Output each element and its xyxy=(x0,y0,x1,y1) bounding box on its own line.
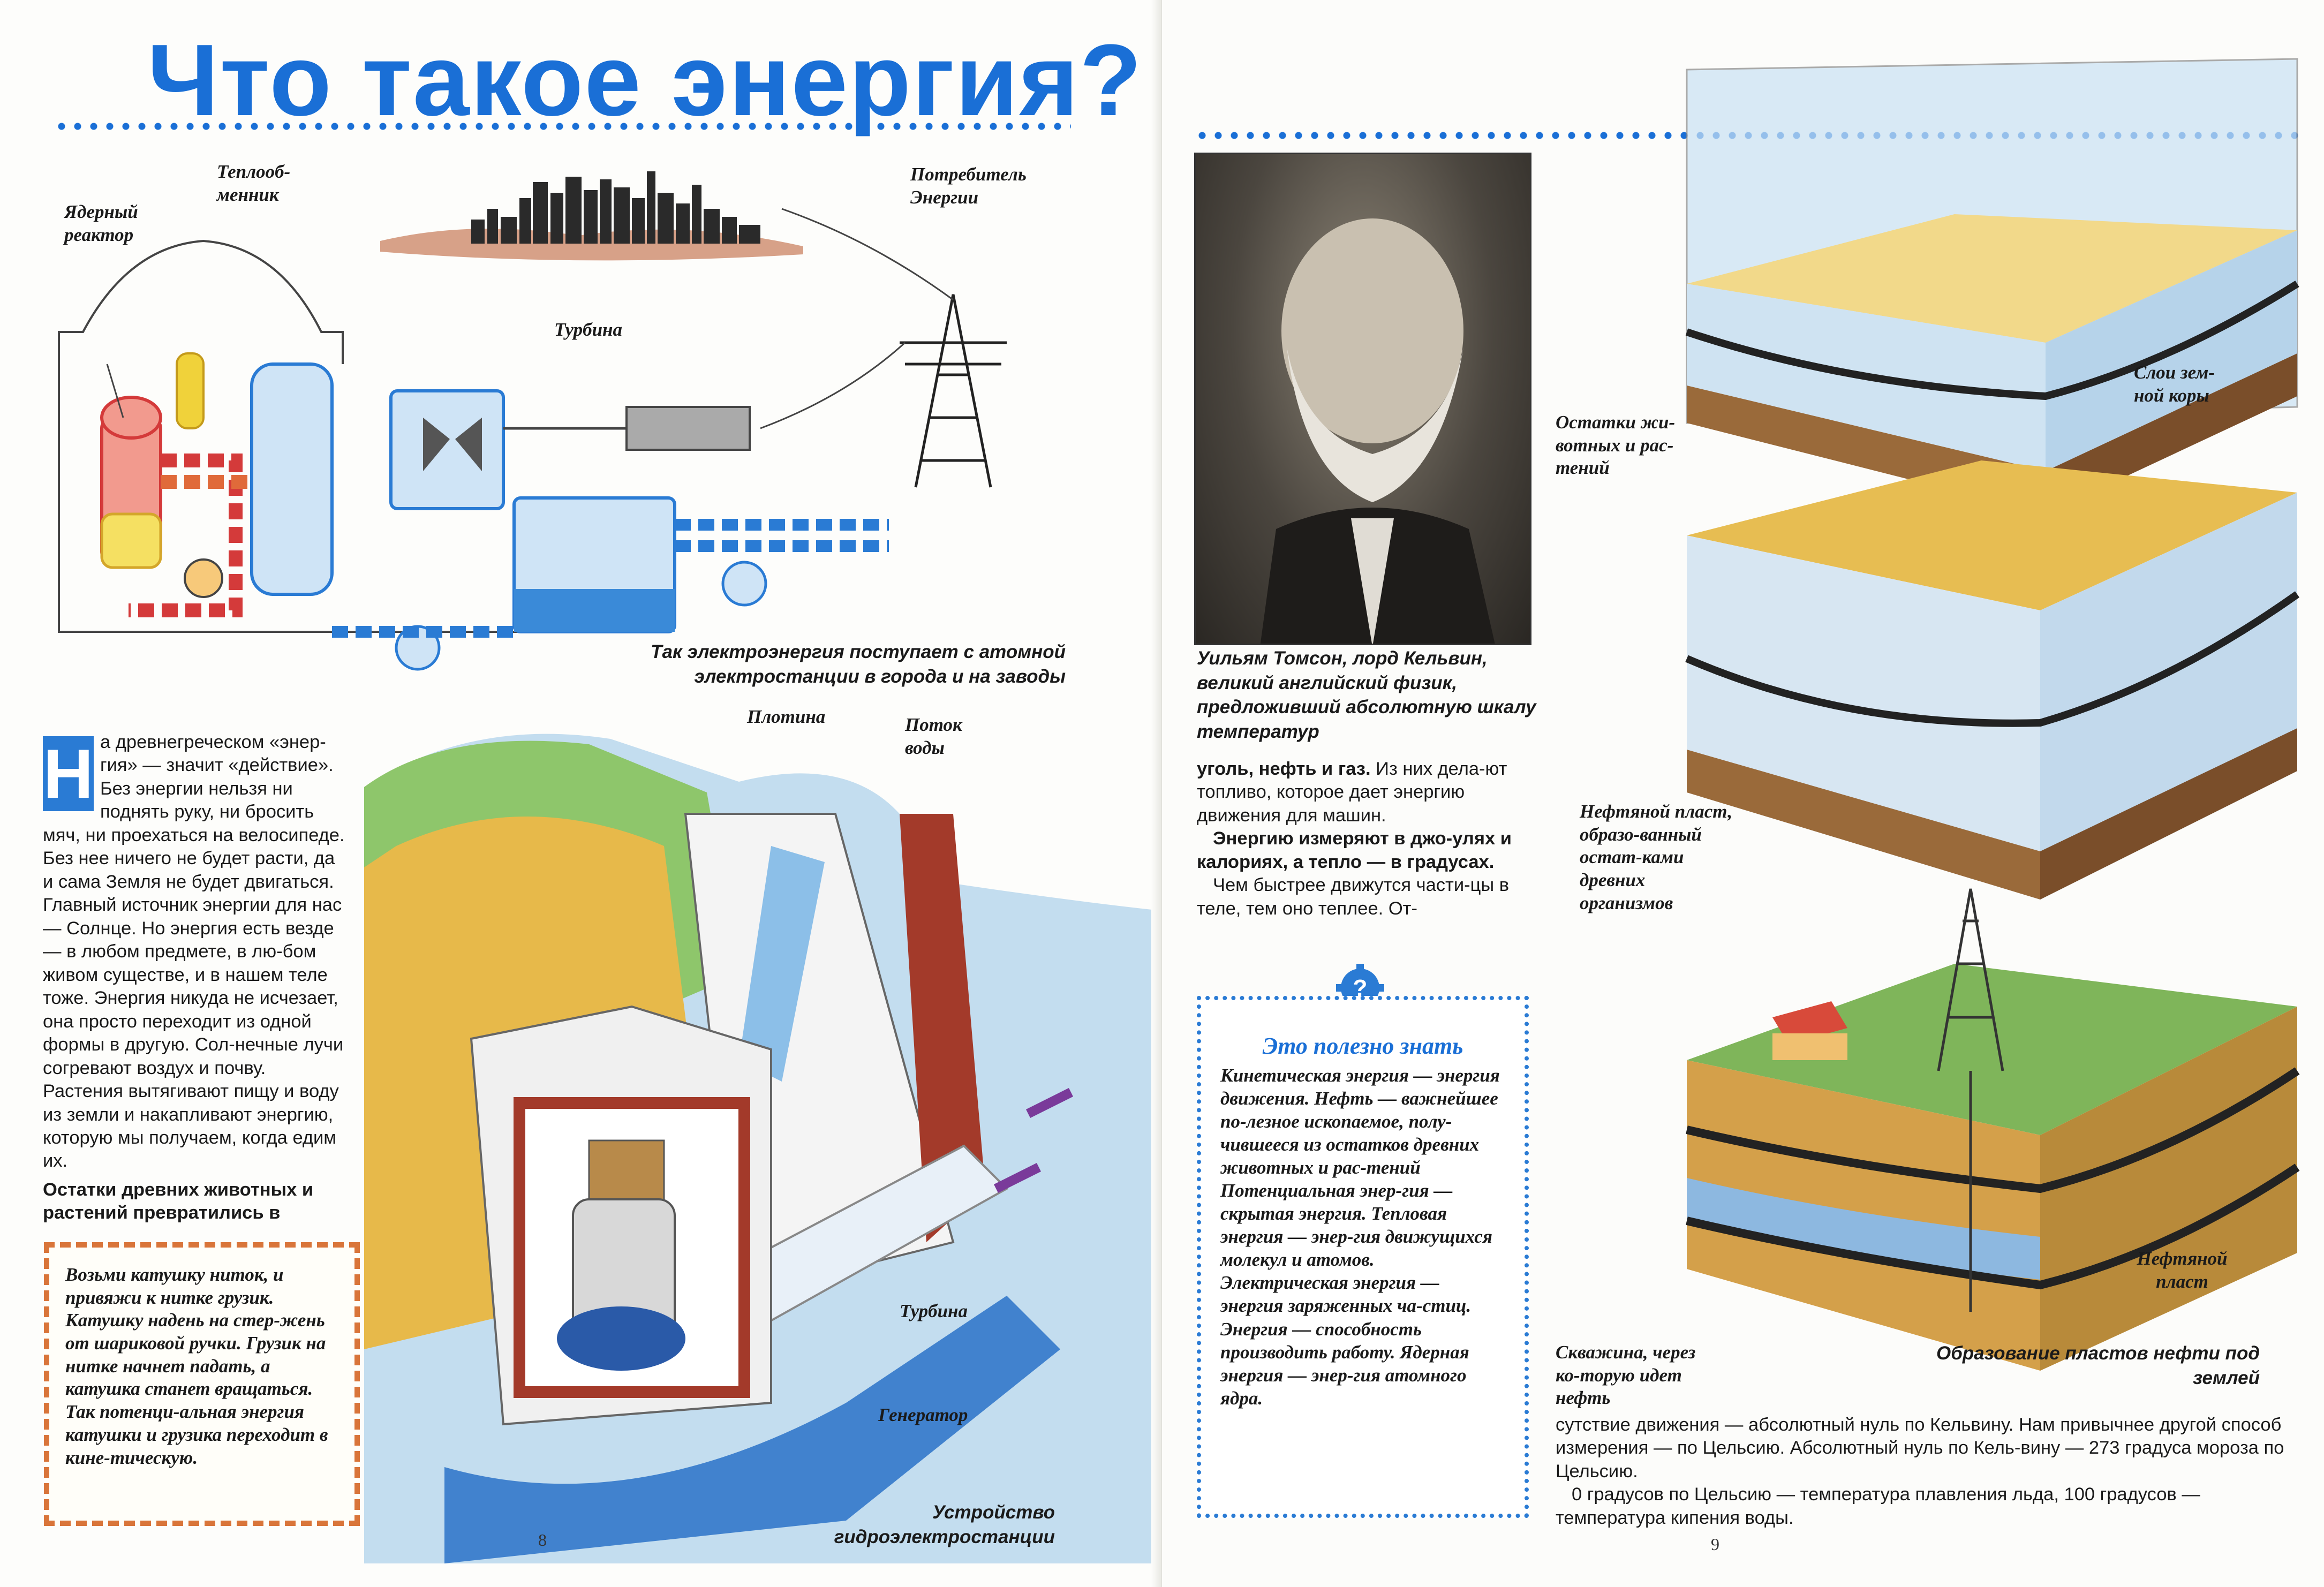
measurement-bold-paragraph: Энергию измеряют в джо-улях и калориях, … xyxy=(1197,828,1512,872)
fuels-bold-phrase: уголь, нефть и газ. xyxy=(1197,759,1371,779)
middle-text-block: уголь, нефть и газ. Из них дела-ют топли… xyxy=(1197,758,1534,920)
portrait-caption: Уильям Томсон, лорд Кельвин, великий анг… xyxy=(1197,648,1536,742)
power-pylon xyxy=(900,294,1007,488)
oil-formation-diagram xyxy=(1685,58,2300,1371)
page-number-right: 9 xyxy=(1711,1535,1719,1554)
oil-caption: Образование пластов нефти под землей xyxy=(1936,1343,2260,1388)
farm-house xyxy=(1772,1001,1847,1060)
absolute-zero-paragraph: сутствие движения — абсолютный нуль по К… xyxy=(1556,1415,2284,1482)
info-box-body: Кинетическая энергия — энергия движения.… xyxy=(1220,1065,1500,1409)
intro-paragraph: а древнегреческом «энер-гия» — значит «д… xyxy=(43,732,345,1172)
label-generator: Генератор xyxy=(878,1404,968,1425)
oil-derrick xyxy=(1937,888,2004,1312)
hydro-plant-diagram xyxy=(364,734,1157,1563)
bottom-text-block: сутствие движения — абсолютный нуль по К… xyxy=(1556,1414,2305,1530)
useful-facts-box: Это полезно знать Кинетическая энергия —… xyxy=(1197,996,1529,1518)
experiment-tip-box: Возьми катушку ниток, и привяжи к нитке … xyxy=(44,1242,360,1526)
info-box-heading: Это полезно знать xyxy=(1262,1033,1463,1059)
reactor-vessel xyxy=(100,364,162,569)
nuclear-plant-diagram xyxy=(58,171,1007,671)
tip-text: Возьми катушку ниток, и привяжи к нитке … xyxy=(65,1264,328,1468)
drop-cap-letter: Н xyxy=(43,735,94,813)
label-heat-exchanger: Теплооб-менник xyxy=(217,161,291,205)
label-reactor: Ядерный реактор xyxy=(64,201,138,245)
page-number-left: 8 xyxy=(538,1530,547,1550)
label-crust-layers: Слои зем-ной коры xyxy=(2134,362,2215,406)
label-oil-layer-formed: Нефтяной пласт, образо-ванный остат-ками… xyxy=(1580,801,1733,913)
particles-sentence: Чем быстрее движутся части-цы в теле, те… xyxy=(1197,875,1510,919)
nuclear-caption: Так электроэнергия поступает с атомной э… xyxy=(651,641,1066,687)
label-turbine-top: Турбина xyxy=(554,319,622,340)
celsius-paragraph: 0 градусов по Цельсию — температура плав… xyxy=(1556,1484,2200,1528)
title-dotted-rule xyxy=(54,122,1071,131)
hydro-caption: Устройство гидроэлектростанции xyxy=(834,1502,1055,1547)
label-oil-layer: Нефтяной пласт xyxy=(2137,1248,2228,1292)
page-title: Что такое энергия? xyxy=(147,24,1143,137)
intro-text-block: Н а древнегреческом «энер-гия» — значит … xyxy=(43,731,348,1225)
fuels-sentence: Из них дела-ют топливо, которое дает эне… xyxy=(1197,759,1507,826)
label-turbine-hydro: Турбина xyxy=(900,1301,968,1321)
right-page: Уильям Томсон, лорд Кельвин, великий анг… xyxy=(1162,0,2324,1587)
label-remains: Остатки жи-вотных и рас-тений xyxy=(1556,412,1676,479)
label-water-flow: Поток воды xyxy=(905,714,962,758)
label-well: Скважина, через ко-торую идет нефть xyxy=(1556,1342,1696,1409)
city-skyline xyxy=(380,171,803,261)
left-page: Что такое энергия? xyxy=(43,24,1157,1563)
kelvin-portrait-photo xyxy=(1194,153,1531,645)
label-consumer: Потребитель Энергии xyxy=(910,164,1027,208)
label-dam: Плотина xyxy=(747,706,826,727)
turbine-unit xyxy=(389,389,505,510)
powerhouse-building xyxy=(470,1005,772,1426)
intro-bold-tail: Остатки древних животных и растений прев… xyxy=(43,1179,314,1223)
